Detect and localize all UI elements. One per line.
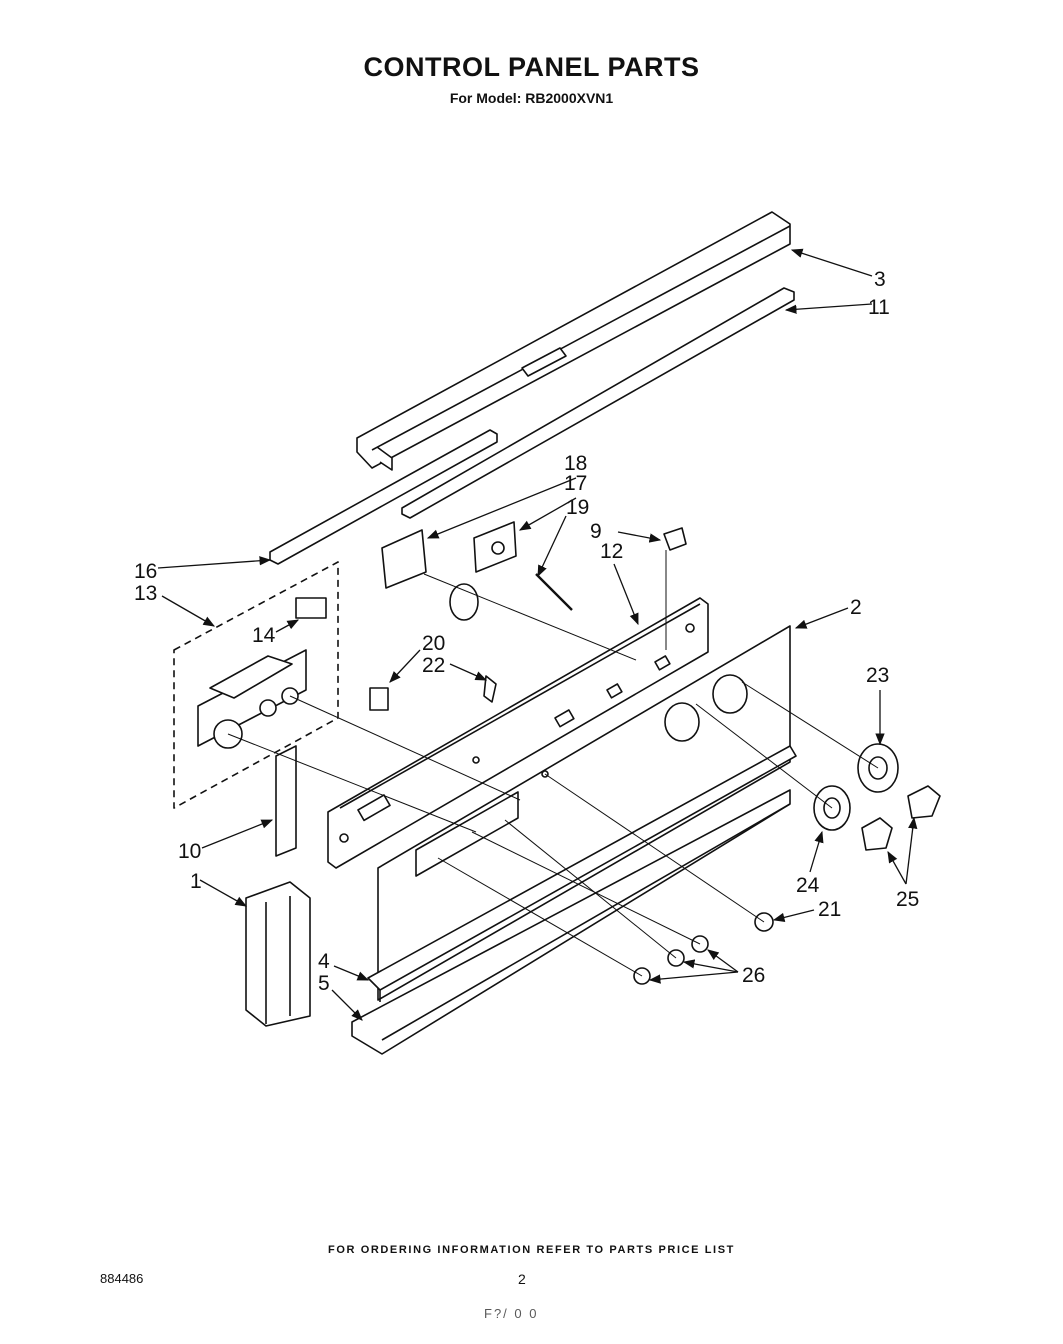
lamp-socket xyxy=(369,687,389,711)
callout-13: 13 xyxy=(134,582,157,605)
connector xyxy=(663,527,687,551)
bottom-angle-strip xyxy=(351,789,791,1055)
callout-16: 16 xyxy=(134,560,157,583)
callout-24: 24 xyxy=(796,874,820,897)
ordering-note: FOR ORDERING INFORMATION REFER TO PARTS … xyxy=(328,1244,735,1256)
knob-upper xyxy=(907,785,941,819)
callout-10: 10 xyxy=(178,840,201,863)
callout-21: 21 xyxy=(818,898,841,921)
projection-lines xyxy=(227,550,879,977)
callout-22: 22 xyxy=(422,654,445,677)
footer-code: F?/ 0 0 xyxy=(484,1306,539,1321)
clock-timer xyxy=(197,649,307,749)
callout-23: 23 xyxy=(866,664,889,687)
trim-strip xyxy=(401,287,795,519)
callout-14: 14 xyxy=(252,624,276,647)
switch-ring xyxy=(449,583,479,621)
callout-labels: 3 11 2 18 17 19 9 12 16 13 14 20 22 23 1… xyxy=(134,268,919,995)
infinite-switch xyxy=(473,521,517,573)
model-subtitle: For Model: RB2000XVN1 xyxy=(449,90,614,106)
page-title: CONTROL PANEL PARTS xyxy=(363,52,700,82)
callout-25: 25 xyxy=(896,888,919,911)
callout-9: 9 xyxy=(590,520,602,543)
front-trim-rail xyxy=(367,745,797,1002)
callout-1: 1 xyxy=(190,870,202,893)
callout-2: 2 xyxy=(850,596,862,619)
callout-11: 11 xyxy=(868,296,890,319)
selector-switch xyxy=(381,529,427,589)
clock-clip xyxy=(295,597,327,619)
socket-clip xyxy=(483,675,497,703)
callout-leaders xyxy=(157,248,918,1021)
callout-26: 26 xyxy=(742,964,765,987)
top-trim-channel xyxy=(356,211,791,471)
callout-20: 20 xyxy=(422,632,445,655)
control-panel xyxy=(377,625,791,1001)
callout-12: 12 xyxy=(600,540,623,563)
indicator-light xyxy=(535,573,573,611)
console-bracket xyxy=(327,597,709,869)
callout-19: 19 xyxy=(566,496,589,519)
document-number: 884486 xyxy=(100,1271,144,1286)
page-number: 2 xyxy=(518,1271,526,1287)
callout-17: 17 xyxy=(564,472,587,495)
end-cap xyxy=(245,881,311,1027)
end-bracket xyxy=(275,745,297,857)
knob-lower xyxy=(861,817,893,851)
callout-5: 5 xyxy=(318,972,330,995)
callout-3: 3 xyxy=(874,268,886,291)
callout-4: 4 xyxy=(318,950,330,973)
callout-18: 18 xyxy=(564,452,587,475)
